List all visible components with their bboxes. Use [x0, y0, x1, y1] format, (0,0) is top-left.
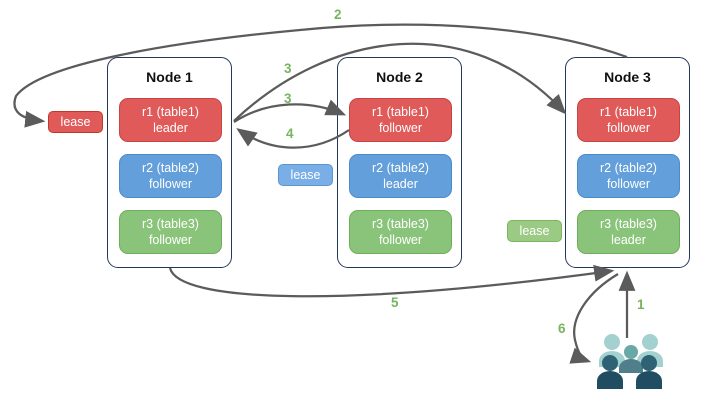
replica-role: leader	[383, 177, 418, 191]
replica-name: r2 (table2)	[142, 160, 199, 175]
replica-name: r1 (table1)	[142, 104, 199, 119]
lease-tag-table2: lease	[278, 164, 333, 186]
node-1-replica-r1: r1 (table1) leader	[119, 98, 222, 142]
node-1: Node 1 r1 (table1) leader r2 (table2) fo…	[107, 57, 232, 268]
replica-name: r3 (table3)	[372, 216, 429, 231]
replica-name: r3 (table3)	[142, 216, 199, 231]
node-2-replica-r3: r3 (table3) follower	[349, 210, 452, 254]
arrow-step-5-node1-to-node3	[168, 264, 615, 298]
node-1-title: Node 1	[146, 69, 193, 85]
replica-role: follower	[378, 233, 423, 247]
node-3-title: Node 3	[604, 69, 651, 85]
replica-role: follower	[606, 177, 651, 191]
step-label-4: 4	[286, 126, 294, 141]
node-2-title: Node 2	[376, 69, 423, 85]
users-icon	[597, 334, 663, 389]
replica-role: leader	[153, 121, 188, 135]
step-label-3-top: 3	[284, 61, 292, 76]
replica-role: follower	[148, 233, 193, 247]
replica-name: r2 (table2)	[600, 160, 657, 175]
node-1-replica-r3: r3 (table3) follower	[119, 210, 222, 254]
replica-name: r1 (table1)	[600, 104, 657, 119]
replica-name: r1 (table1)	[372, 104, 429, 119]
lease-tag-table1: lease	[48, 111, 103, 133]
step-label-2: 2	[334, 7, 342, 22]
replica-name: r2 (table2)	[372, 160, 429, 175]
lease-tag-table3: lease	[507, 220, 562, 242]
node-1-replica-r2: r2 (table2) follower	[119, 154, 222, 198]
step-label-1: 1	[637, 297, 645, 312]
replica-name: r3 (table3)	[600, 216, 657, 231]
node-3-replica-r3: r3 (table3) leader	[577, 210, 680, 254]
arrow-step-3-leader-to-node2	[233, 99, 347, 123]
step-label-6: 6	[558, 321, 566, 336]
replica-role: follower	[378, 121, 423, 135]
step-label-3-mid: 3	[284, 91, 292, 106]
replica-role: follower	[148, 177, 193, 191]
replica-role: leader	[611, 233, 646, 247]
arrow-step-4-node2-to-leader	[236, 128, 350, 149]
replica-role: follower	[606, 121, 651, 135]
node-3-replica-r2: r2 (table2) follower	[577, 154, 680, 198]
step-label-5: 5	[391, 295, 399, 310]
node-3: Node 3 r1 (table1) follower r2 (table2) …	[565, 57, 690, 268]
node-2: Node 2 r1 (table1) follower r2 (table2) …	[337, 57, 462, 268]
node-3-replica-r1: r1 (table1) follower	[577, 98, 680, 142]
node-2-replica-r1: r1 (table1) follower	[349, 98, 452, 142]
node-2-replica-r2: r2 (table2) leader	[349, 154, 452, 198]
